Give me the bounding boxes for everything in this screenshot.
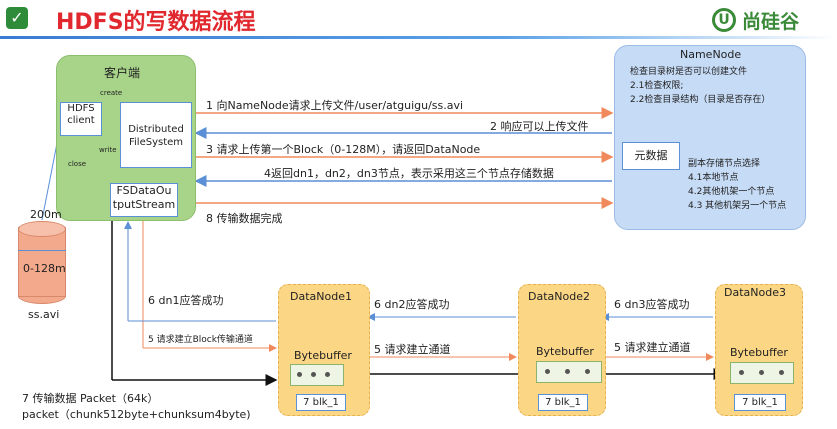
file-cylinder: [18, 227, 66, 297]
step-6-dn2-label: 6 dn2应答成功: [374, 298, 450, 311]
packet-dot: [325, 372, 330, 377]
packet-dot: [565, 369, 570, 374]
datanode-3-buffer: [730, 362, 794, 384]
file-block-range: 0-128m: [23, 262, 66, 275]
close-label: close: [68, 160, 87, 168]
datanode-1: [278, 284, 370, 416]
datanode-2-block: 7 blk_1: [538, 394, 588, 411]
step-1-label: 1 向NameNode请求上传文件/user/atguigu/ss.avi: [206, 99, 464, 112]
packet-dot: [759, 370, 764, 375]
logo-text: 尚硅谷: [742, 11, 800, 33]
step-5-block-label: 5 请求建立Block传输通道: [148, 335, 253, 345]
block-divider: [18, 250, 66, 251]
file-size: 200m: [30, 208, 62, 221]
packet-dot: [585, 369, 590, 374]
replica-line-4: 4.3 其他机架另一个节点: [688, 201, 787, 211]
packet-dot: [311, 372, 316, 377]
namenode-container: [614, 45, 806, 230]
datanode-1-buffer: [290, 364, 344, 386]
step-6-dn3-label: 6 dn3应答成功: [614, 298, 690, 311]
step-7-label: 7 传输数据 Packet（64k）: [22, 392, 159, 405]
datanode-3-block: 7 blk_1: [734, 394, 786, 411]
packet-dot: [779, 370, 784, 375]
datanode-1-block: 7 blk_1: [296, 394, 346, 411]
create-label: create: [100, 89, 123, 97]
distributed-filesystem-box: Distributed FileSystem: [120, 102, 192, 168]
step-3-label: 3 请求上传第一个Block（0-128M），请返回DataNode: [206, 143, 481, 156]
hdfs-client-box: HDFS client: [60, 102, 102, 136]
datanode-1-title: DataNode1: [290, 290, 352, 303]
replica-line-3: 4.2其他机架一个节点: [688, 187, 775, 197]
step-5-dn3-label: 5 请求建立通道: [614, 341, 691, 354]
step-7-packet-label: packet（chunk512byte+chunksum4byte): [22, 408, 251, 421]
logo-icon: U: [712, 8, 736, 32]
fsdataoutputstream-box: FSDataOu tputStream: [110, 183, 178, 217]
file-cylinder-top: [18, 221, 66, 237]
write-label: write: [99, 146, 117, 154]
file-name: ss.avi: [28, 308, 60, 321]
step-8-label: 8 传输数据完成: [206, 212, 283, 225]
step-4-label: 4返回dn1，dn2，dn3节点，表示采用这三个节点存储数据: [264, 167, 554, 180]
datanode-3-title: DataNode3: [724, 286, 786, 299]
check-icon: ✓: [6, 7, 28, 29]
packet-dot: [739, 370, 744, 375]
packet-dot: [297, 372, 302, 377]
replica-line-2: 4.1本地节点: [688, 173, 739, 183]
datanode-3-buffer-label: Bytebuffer: [730, 346, 788, 359]
metadata-box: 元数据: [622, 142, 680, 170]
step-2-label: 2 响应可以上传文件: [490, 120, 589, 133]
namenode-title: NameNode: [680, 48, 742, 61]
datanode-2-title: DataNode2: [528, 290, 590, 303]
page-title: HDFS的写数据流程: [56, 10, 256, 35]
datanode-1-buffer-label: Bytebuffer: [294, 349, 352, 362]
client-title: 客户端: [104, 66, 141, 80]
replica-line-1: 副本存储节点选择: [688, 159, 761, 169]
step-5-dn2-label: 5 请求建立通道: [374, 343, 451, 356]
namenode-check-1: 检查目录树是否可以创建文件: [630, 67, 748, 77]
datanode-2-buffer-label: Bytebuffer: [536, 345, 594, 358]
packet-dot: [545, 369, 550, 374]
namenode-check-3: 2.2检查目录结构（目录是否存在）: [630, 95, 771, 105]
namenode-check-2: 2.1检查权限;: [630, 81, 684, 91]
title-underline: [0, 36, 837, 39]
datanode-2-buffer: [536, 361, 602, 383]
step-6-dn1-label: 6 dn1应答成功: [148, 294, 224, 307]
